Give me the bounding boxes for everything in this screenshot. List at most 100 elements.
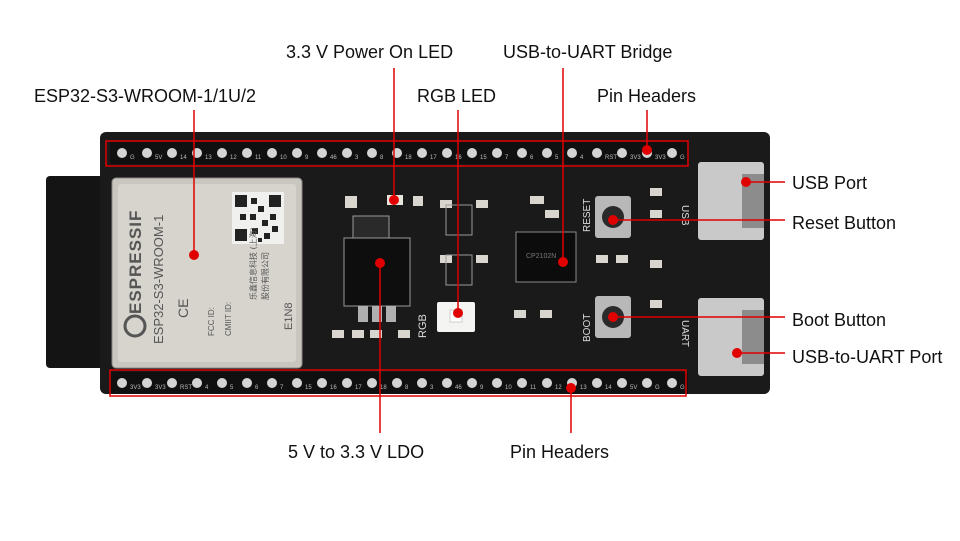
ce-mark: CE	[175, 299, 191, 318]
module-brand: ESPRESSIF	[126, 210, 145, 314]
header-pin	[517, 148, 527, 158]
header-pin	[342, 378, 352, 388]
pin-label: 4	[580, 155, 584, 161]
header-pin	[292, 148, 302, 158]
passive-components	[332, 188, 662, 338]
pin-label: 5V	[630, 385, 637, 391]
pin-label: G	[655, 385, 660, 391]
pin-label: RST	[605, 155, 617, 161]
label-rgb-led: RGB LED	[417, 86, 497, 106]
header-pin	[142, 378, 152, 388]
header-pin	[317, 378, 327, 388]
pin-label: 16	[330, 385, 337, 391]
pin-label: 17	[355, 385, 362, 391]
pin-label: 3V3	[155, 385, 166, 391]
module-maker-2: 股份有限公司	[260, 252, 270, 300]
label-usb-uart-port: USB-to-UART Port	[792, 347, 943, 367]
module-qr-code	[232, 192, 284, 244]
module-fcc: FCC ID:	[207, 307, 216, 336]
pin-label: 15	[480, 155, 487, 161]
label-usb-uart-bridge: USB-to-UART Bridge	[503, 42, 673, 62]
pin-label: 9	[480, 385, 484, 391]
header-pin	[117, 378, 127, 388]
pin-label: 13	[580, 385, 587, 391]
header-pin	[192, 378, 202, 388]
svg-text:CP2102N: CP2102N	[526, 253, 556, 260]
header-pin	[567, 148, 577, 158]
pin-label: 3V3	[655, 155, 666, 161]
pin-label: 5	[555, 155, 559, 161]
pin-label: 7	[505, 155, 509, 161]
header-pin	[417, 378, 427, 388]
pin-label: 3	[430, 385, 434, 391]
header-pin	[492, 148, 502, 158]
module-variant: E1N8	[283, 302, 295, 330]
pin-label: 12	[230, 155, 237, 161]
usb-uart-bridge-chip: CP2102N	[515, 231, 577, 283]
header-pin	[442, 148, 452, 158]
header-pin	[267, 378, 277, 388]
usb-uart-port-connector	[698, 298, 764, 376]
pin-label: 14	[180, 155, 187, 161]
pin-label: 9	[305, 155, 309, 161]
header-pin	[592, 148, 602, 158]
header-pin	[667, 378, 677, 388]
pin-label: G	[680, 155, 685, 161]
label-reset-button: Reset Button	[792, 213, 897, 233]
label-power-led: 3.3 V Power On LED	[286, 42, 454, 62]
pin-label: 3	[355, 155, 359, 161]
header-pin	[467, 378, 477, 388]
pin-label: 4	[205, 385, 209, 391]
silk-reset: RESET	[582, 199, 593, 232]
module-model: ESP32-S3-WROOM-1	[151, 215, 166, 344]
header-pin	[217, 148, 227, 158]
ldo-regulator	[343, 215, 411, 322]
pin-label: 14	[605, 385, 612, 391]
pin-label: RST	[180, 385, 192, 391]
pin-label: 18	[380, 385, 387, 391]
pin-label: 13	[205, 155, 212, 161]
header-pin	[292, 378, 302, 388]
header-pin	[367, 378, 377, 388]
pin-label: G	[130, 155, 135, 161]
header-pin	[542, 148, 552, 158]
header-pin	[142, 148, 152, 158]
silk-usb: USB	[679, 205, 690, 226]
pin-label: 46	[330, 155, 337, 161]
pin-label: 5	[230, 385, 234, 391]
header-pin	[317, 148, 327, 158]
silk-uart: UART	[679, 320, 690, 347]
callout-lines	[193, 68, 785, 433]
header-pin	[342, 148, 352, 158]
pin-label: 5V	[155, 155, 162, 161]
header-pin	[392, 378, 402, 388]
pin-label: 11	[530, 385, 537, 391]
pin-label: 8	[380, 155, 384, 161]
pin-label: 7	[280, 385, 284, 391]
header-pin	[642, 378, 652, 388]
pin-label: 6	[530, 155, 534, 161]
callout-dots	[189, 145, 751, 393]
pin-label: 46	[455, 385, 462, 391]
header-pin	[167, 148, 177, 158]
pin-label: 12	[555, 385, 562, 391]
pin-label: 10	[505, 385, 512, 391]
usb-port-connector	[698, 162, 764, 240]
header-pin	[542, 378, 552, 388]
header-pin	[167, 378, 177, 388]
pin-label: G	[680, 385, 685, 391]
module-maker: 乐鑫信息科技 (上海)	[248, 227, 258, 300]
pin-label: 11	[255, 155, 262, 161]
header-pin	[617, 148, 627, 158]
header-pin	[492, 378, 502, 388]
label-boot-button: Boot Button	[792, 310, 887, 330]
pin-label: 3V3	[630, 155, 641, 161]
header-pin	[592, 378, 602, 388]
espressif-logo-icon	[123, 314, 147, 338]
label-ldo: 5 V to 3.3 V LDO	[288, 442, 425, 462]
header-pin	[442, 378, 452, 388]
header-pin	[267, 148, 277, 158]
